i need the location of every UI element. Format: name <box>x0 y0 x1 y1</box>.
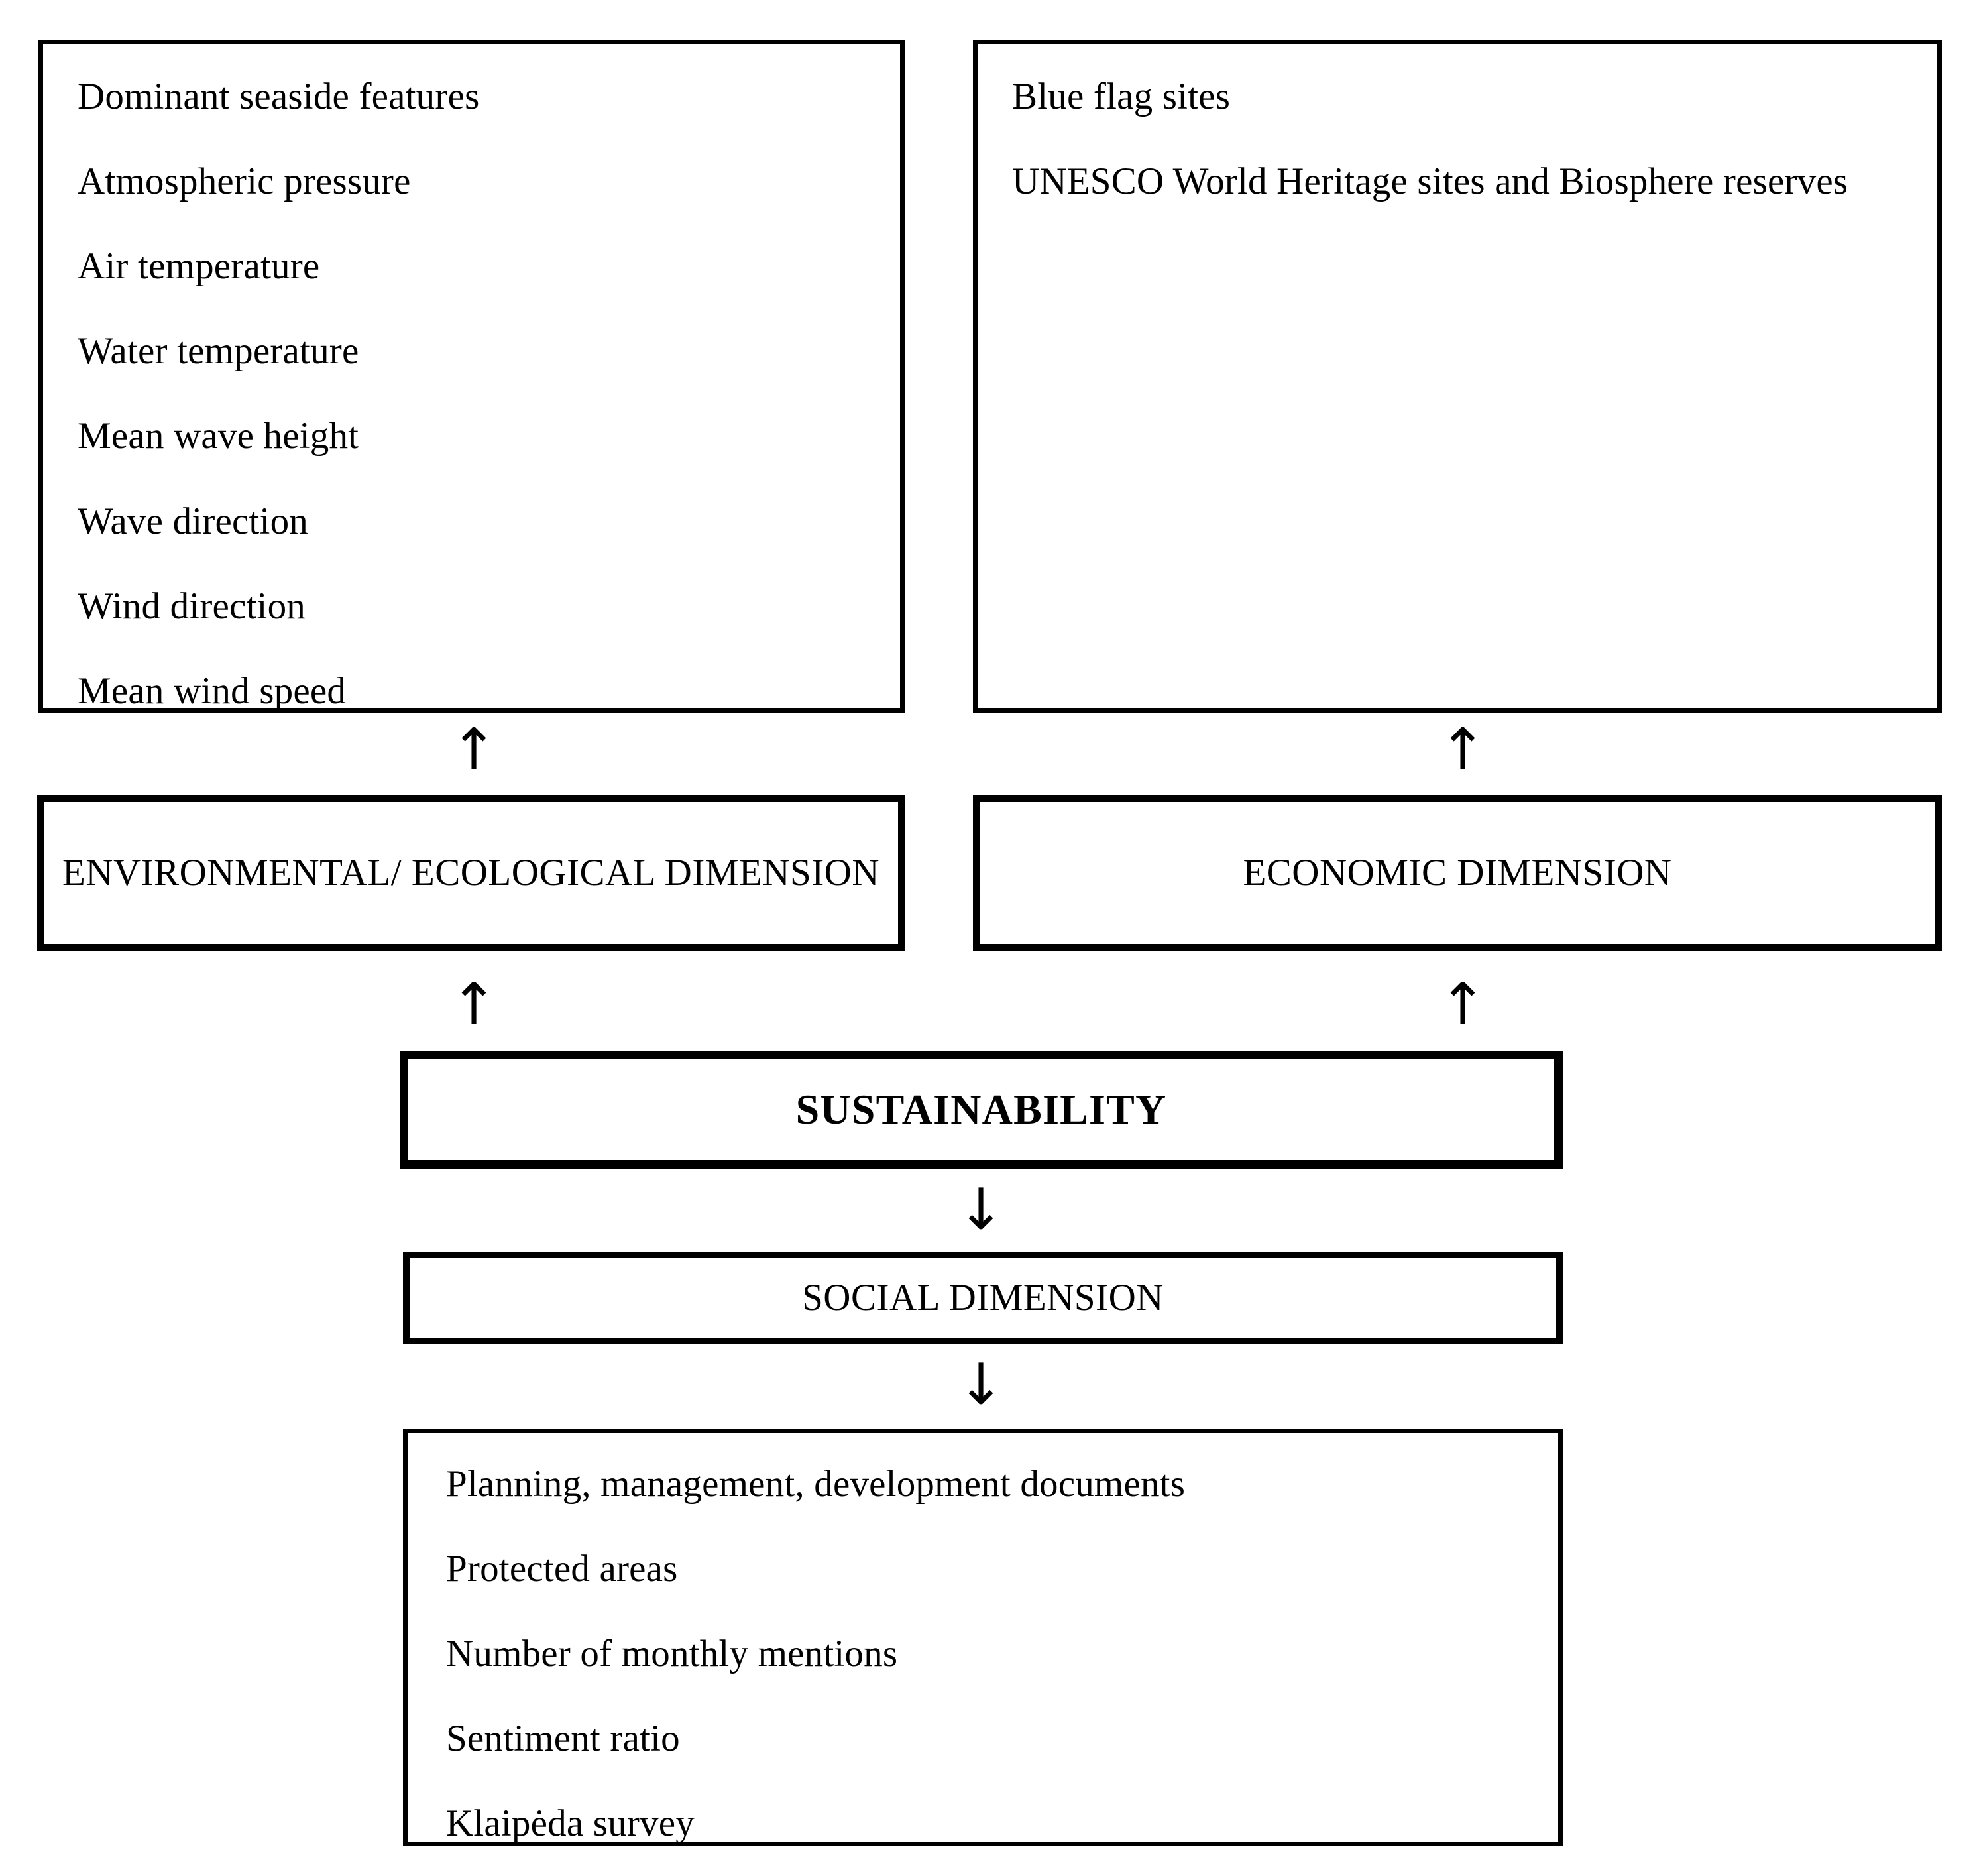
list-item: UNESCO World Heritage sites and Biospher… <box>1012 160 1848 203</box>
social-dimension-label: SOCIAL DIMENSION <box>802 1277 1164 1319</box>
list-item: Planning, management, development docume… <box>446 1463 1186 1505</box>
list-item: Wave direction <box>78 500 308 542</box>
list-item: Water temperature <box>78 330 359 373</box>
sustainability-label: SUSTAINABILITY <box>795 1086 1167 1133</box>
list-item: Blue flag sites <box>1012 76 1231 117</box>
arrow-up-core-to-environmental: ↑ <box>449 971 498 1037</box>
arrow-up-environmental-to-indicators: ↑ <box>449 717 498 783</box>
arrow-up-economic-to-indicators: ↑ <box>1438 717 1487 783</box>
list-item: Number of monthly mentions <box>446 1633 898 1675</box>
economic-indicators-box: Blue flag sites UNESCO World Heritage si… <box>973 40 1942 713</box>
arrow-up-core-to-economic: ↑ <box>1438 971 1487 1037</box>
arrow-down-core-to-social: ↓ <box>956 1177 1005 1243</box>
economic-dimension-box: ECONOMIC DIMENSION <box>973 795 1942 951</box>
list-item: Air temperature <box>78 245 320 288</box>
sustainability-core-box: SUSTAINABILITY <box>400 1051 1563 1169</box>
environmental-dimension-label: ENVIRONMENTAL/ ECOLOGICAL DIMENSION <box>62 852 880 894</box>
list-item: Wind direction <box>78 585 306 627</box>
social-dimension-box: SOCIAL DIMENSION <box>403 1252 1563 1344</box>
environmental-indicators-box: Dominant seaside features Atmospheric pr… <box>38 40 905 713</box>
list-item: Mean wind speed <box>78 670 347 712</box>
arrow-down-social-to-indicators: ↓ <box>956 1352 1005 1418</box>
economic-dimension-label: ECONOMIC DIMENSION <box>1243 852 1672 894</box>
social-indicators-box: Planning, management, development docume… <box>403 1429 1563 1846</box>
list-item: Protected areas <box>446 1548 678 1590</box>
environmental-dimension-box: ENVIRONMENTAL/ ECOLOGICAL DIMENSION <box>37 795 905 951</box>
list-item: Mean wave height <box>78 415 359 457</box>
list-item: Atmospheric pressure <box>78 160 411 203</box>
list-item: Sentiment ratio <box>446 1718 680 1760</box>
list-item: Dominant seaside features <box>78 76 480 117</box>
list-item: Klaipėda survey <box>446 1802 695 1845</box>
